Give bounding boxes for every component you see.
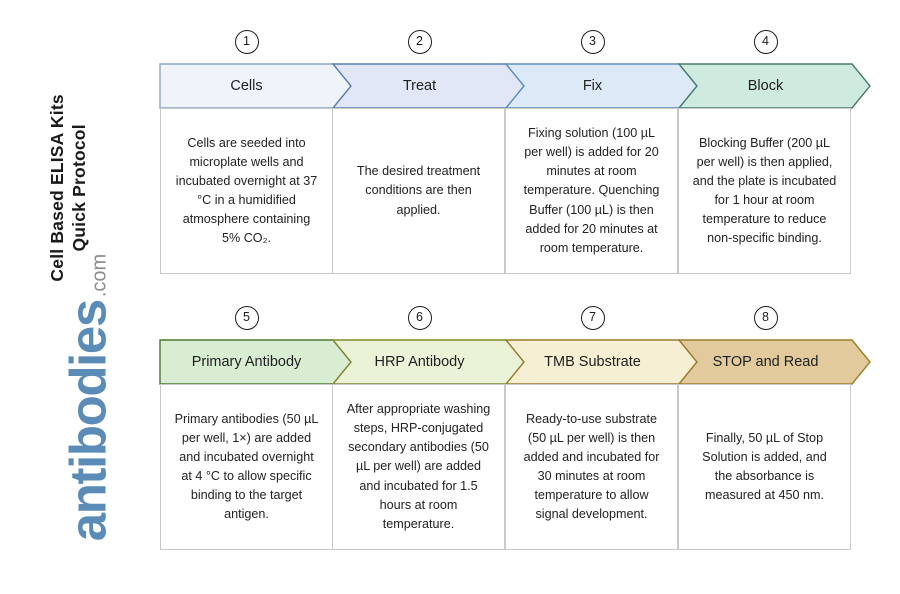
- flow-step-chevron[interactable]: HRP Antibody: [331, 339, 525, 385]
- flow-step-chevron[interactable]: Primary Antibody: [159, 339, 352, 385]
- flow-step-description-text: Ready-to-use substrate (50 µL per well) …: [523, 411, 660, 522]
- flow-step-label: STOP and Read: [712, 354, 819, 370]
- flow-step-description-cell: After appropriate washing steps, HRP-con…: [332, 384, 505, 550]
- description-band-row-2: Primary antibodies (50 µL per well, 1×) …: [160, 384, 852, 550]
- flow-step-description-text: Fixing solution (100 µL per well) is add…: [523, 126, 660, 255]
- flow-step-description-text: After appropriate washing steps, HRP-con…: [346, 402, 491, 531]
- flow-step-description-cell: Blocking Buffer (200 µL per well) is the…: [678, 108, 851, 274]
- step-badges-row-2: 5 6 7 8: [160, 306, 852, 336]
- flow-step-description-text: Blocking Buffer (200 µL per well) is the…: [692, 135, 837, 246]
- chevron-shape: [677, 339, 871, 385]
- flow-step-label: Cells: [230, 78, 263, 94]
- step-number-badge: 2: [407, 30, 432, 54]
- step-badges-row-1: 1 2 3 4: [160, 30, 852, 60]
- flow-step-label: HRP Antibody: [374, 354, 465, 370]
- brand-name: antibodies: [59, 300, 117, 542]
- flow-step-chevron[interactable]: Treat: [331, 63, 525, 109]
- flow-step-description-cell: Fixing solution (100 µL per well) is add…: [505, 108, 678, 274]
- flow-step-label: Treat: [402, 78, 437, 94]
- flow-step-description-cell: Finally, 50 µL of Stop Solution is added…: [678, 384, 851, 550]
- step-number-badge: 5: [234, 306, 259, 330]
- step-number-badge: 8: [753, 306, 778, 330]
- flow-step-chevron[interactable]: Fix: [504, 63, 698, 109]
- step-number-badge: 1: [234, 30, 259, 54]
- flow-row-2: 5 6 7 8 Primary Antibody HRP Antibody TMB Sub…: [159, 306, 871, 550]
- flow-step-label: Fix: [582, 78, 603, 94]
- flow-step-description-text: Finally, 50 µL of Stop Solution is added…: [702, 430, 827, 503]
- brand-tld: .com: [88, 253, 111, 298]
- flow-step-description-text: Cells are seeded into microplate wells a…: [175, 135, 318, 246]
- flow-step-label: Primary Antibody: [191, 354, 302, 370]
- step-number-badge: 6: [407, 306, 432, 330]
- chevron-band-row-1: Cells Treat Fix Block: [159, 63, 871, 109]
- flow-row-1: 1 2 3 4 Cells Treat Fix Block Cells are seeded…: [159, 30, 871, 274]
- flow-step-description-cell: The desired treatment conditions are the…: [332, 108, 505, 274]
- flow-step-chevron[interactable]: Block: [677, 63, 871, 109]
- flow-step-description-text: The desired treatment conditions are the…: [356, 164, 481, 217]
- chevron-shape: [677, 63, 871, 109]
- left-rail: Cell Based ELISA Kits Quick Protocol ant…: [0, 0, 152, 594]
- flow-step-chevron[interactable]: Cells: [159, 63, 352, 109]
- step-number-badge: 7: [580, 306, 605, 330]
- step-number-badge: 4: [753, 30, 778, 54]
- flow-step-label: TMB Substrate: [544, 354, 641, 370]
- step-number-badge: 3: [580, 30, 605, 54]
- chevron-band-row-2: Primary Antibody HRP Antibody TMB Substrat…: [159, 339, 871, 385]
- description-band-row-1: Cells are seeded into microplate wells a…: [160, 108, 852, 274]
- flow-step-chevron[interactable]: STOP and Read: [677, 339, 871, 385]
- flow-step-chevron[interactable]: TMB Substrate: [504, 339, 698, 385]
- flow-step-description-cell: Cells are seeded into microplate wells a…: [160, 108, 333, 274]
- flow-step-description-cell: Ready-to-use substrate (50 µL per well) …: [505, 384, 678, 550]
- flow-step-description-text: Primary antibodies (50 µL per well, 1×) …: [174, 411, 319, 522]
- flow-step-description-cell: Primary antibodies (50 µL per well, 1×) …: [160, 384, 333, 550]
- protocol-flow-diagram: 1 2 3 4 Cells Treat Fix Block Cells are seeded…: [152, 0, 900, 594]
- brand-logo: antibodies.com: [60, 254, 117, 541]
- flow-step-label: Block: [747, 78, 784, 94]
